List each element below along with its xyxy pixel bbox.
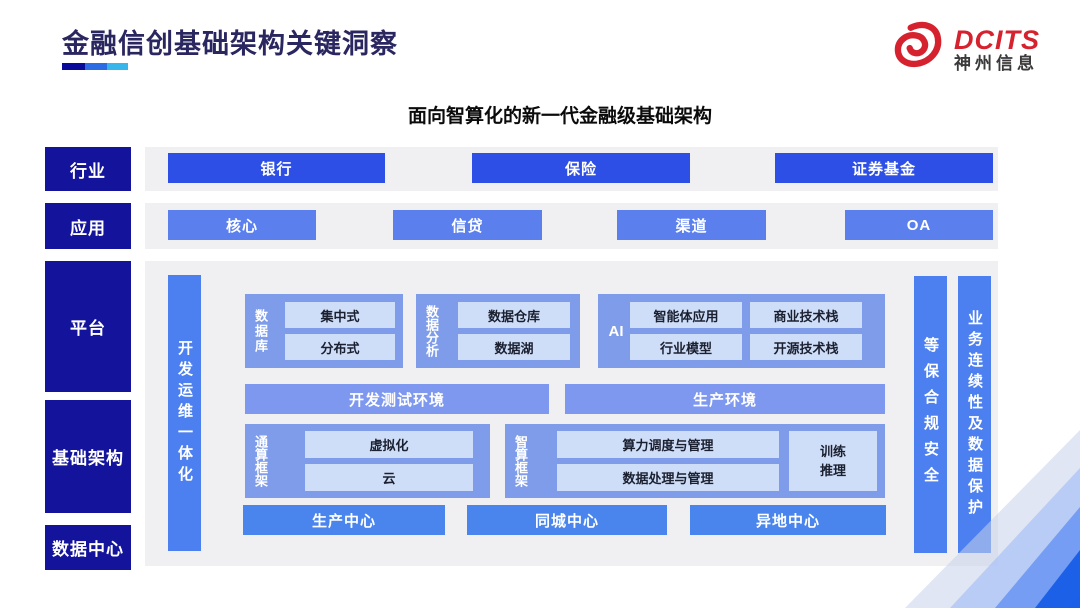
logo-brand-text: DCITS — [954, 25, 1040, 56]
devops-bar: 开发运维一体化 — [168, 275, 201, 551]
app-item-oa: OA — [845, 210, 993, 240]
layer-label-platform: 平台 — [45, 261, 131, 392]
diagram-title: 面向智算化的新一代金融级基础架构 — [407, 106, 712, 127]
layer-label-industry: 行业 — [45, 147, 131, 191]
app-item-channel: 渠道 — [617, 210, 766, 240]
center-production: 生产中心 — [243, 505, 445, 535]
app-item-core: 核心 — [168, 210, 316, 240]
general-compute-label: 通算框架 — [253, 435, 268, 487]
page-title: 金融信创基础架构关键洞察 — [62, 29, 398, 59]
app-item-credit: 信贷 — [393, 210, 542, 240]
center-remote: 异地中心 — [690, 505, 886, 535]
industry-item-bank: 银行 — [168, 153, 385, 183]
ai-item-agent-apps: 智能体应用 — [630, 302, 742, 328]
dcits-logo: DCITS 神州信息 — [887, 18, 1040, 81]
env-dev-test: 开发测试环境 — [245, 384, 549, 414]
database-group-label: 数据库 — [253, 308, 268, 354]
ic-item-compute-scheduling: 算力调度与管理 — [557, 431, 779, 458]
ai-group-label: AI — [608, 322, 624, 340]
security-bar: 等保合规安全 — [914, 276, 947, 553]
intelligent-compute-label: 智算框架 — [513, 435, 528, 487]
underline-seg-mid — [85, 63, 107, 70]
continuity-bar-label: 业务连续性及数据保护 — [966, 309, 983, 520]
gc-item-cloud: 云 — [305, 464, 473, 491]
title-underline — [62, 63, 128, 81]
inference-line: 推理 — [819, 463, 846, 478]
industry-item-securities: 证券基金 — [775, 153, 993, 183]
layer-label-application: 应用 — [45, 203, 131, 249]
ic-item-data-processing: 数据处理与管理 — [557, 464, 779, 491]
devops-bar-label: 开发运维一体化 — [176, 339, 193, 487]
ai-group: AI 智能体应用 商业技术栈 行业模型 开源技术栈 — [598, 294, 885, 368]
center-same-city: 同城中心 — [467, 505, 667, 535]
security-bar-label: 等保合规安全 — [922, 336, 939, 493]
gc-item-virtualization: 虚拟化 — [305, 431, 473, 458]
analytics-group-label: 数据分析 — [424, 305, 439, 357]
analytics-item-lake: 数据湖 — [458, 334, 570, 360]
continuity-bar: 业务连续性及数据保护 — [958, 276, 991, 553]
underline-seg-dark — [62, 63, 85, 70]
general-compute-group: 通算框架 虚拟化 云 — [245, 424, 490, 498]
ai-item-industry-models: 行业模型 — [630, 334, 742, 360]
dcits-swirl-icon — [887, 18, 945, 81]
industry-item-insurance: 保险 — [472, 153, 690, 183]
analytics-item-warehouse: 数据仓库 — [458, 302, 570, 328]
ai-item-commercial-stack: 商业技术栈 — [750, 302, 862, 328]
database-group: 数据库 集中式 分布式 — [245, 294, 403, 368]
underline-seg-light — [107, 63, 128, 70]
ic-item-training-inference: 训练 推理 — [789, 431, 877, 491]
layer-label-datacenter: 数据中心 — [45, 525, 131, 570]
training-line: 训练 — [819, 443, 846, 459]
ai-item-opensource-stack: 开源技术栈 — [750, 334, 862, 360]
layer-label-infrastructure: 基础架构 — [45, 400, 131, 513]
analytics-group: 数据分析 数据仓库 数据湖 — [416, 294, 580, 368]
database-item-centralized: 集中式 — [285, 302, 395, 328]
database-item-distributed: 分布式 — [285, 334, 395, 360]
env-production: 生产环境 — [565, 384, 885, 414]
logo-company-text: 神州信息 — [954, 53, 1038, 73]
intelligent-compute-group: 智算框架 算力调度与管理 数据处理与管理 训练 推理 — [505, 424, 885, 498]
